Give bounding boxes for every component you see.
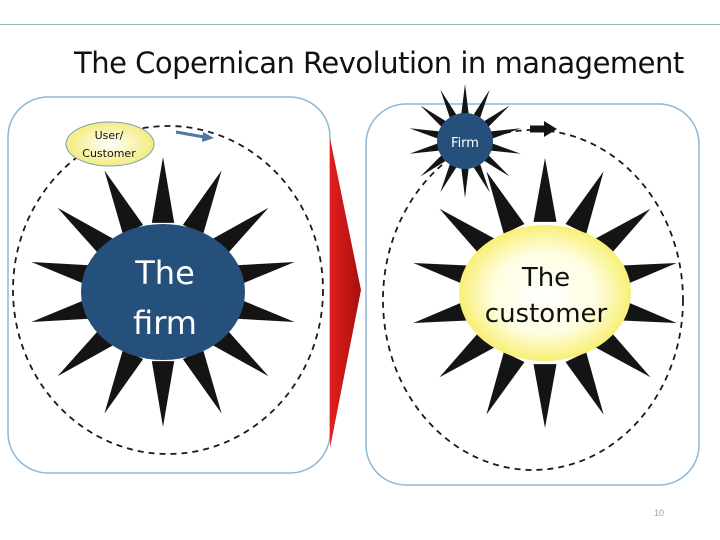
left-star-ray xyxy=(227,262,295,288)
user-customer-ellipse xyxy=(65,121,155,167)
left-star-ray xyxy=(151,361,175,427)
firm-star-ray xyxy=(481,105,510,130)
firm-star-ray xyxy=(409,142,443,154)
firm-star-ray xyxy=(440,89,459,122)
left-orbit-direction-arrow xyxy=(175,130,214,142)
left-star-ray xyxy=(182,349,222,414)
left-star-ray xyxy=(104,170,144,235)
user-customer-label-line2: Customer xyxy=(82,147,136,160)
firm-orbit-label: Firm xyxy=(451,136,479,151)
left-panel: The firm User/ Customer xyxy=(7,96,331,474)
firm-center-circle xyxy=(81,224,245,360)
right-star-ray xyxy=(533,158,557,222)
firm-star-ray xyxy=(460,84,470,118)
left-star-ray xyxy=(227,296,295,322)
left-star-ray xyxy=(31,296,99,322)
firm-center-label-line2: firm xyxy=(133,304,197,342)
firm-star-ray xyxy=(481,152,510,177)
left-star-ray xyxy=(182,170,222,235)
right-star-ray xyxy=(533,364,557,428)
customer-center-circle xyxy=(459,225,631,361)
right-star-ray xyxy=(593,208,651,258)
left-star-ray xyxy=(104,349,144,414)
right-star-ray xyxy=(439,208,497,258)
firm-orbit-star-rays xyxy=(409,84,521,198)
customer-center-label-line1: The xyxy=(521,263,570,293)
right-star-ray xyxy=(439,328,497,378)
right-star-ray xyxy=(486,352,525,415)
firm-star-ray xyxy=(460,164,470,198)
firm-star-ray xyxy=(471,160,490,193)
firm-star-ray xyxy=(487,128,521,140)
left-star-rays xyxy=(31,157,295,427)
right-panel: The customer Firm xyxy=(365,84,700,486)
top-divider-line xyxy=(0,24,720,25)
slide-title: The Copernican Revolution in management xyxy=(74,46,684,80)
user-customer-label-line1: User/ xyxy=(95,129,124,142)
left-orbit-path xyxy=(12,125,324,455)
left-star-ray xyxy=(31,262,99,288)
firm-star-ray xyxy=(420,105,449,130)
right-orbit-path xyxy=(382,129,684,471)
firm-orbit-circle xyxy=(437,113,493,169)
customer-center-label-line2: customer xyxy=(485,299,608,329)
firm-star-ray xyxy=(440,160,459,193)
firm-center-label-line1: The xyxy=(134,254,195,292)
left-star-ray xyxy=(57,326,116,377)
right-star-ray xyxy=(486,171,525,234)
transition-arrow xyxy=(330,138,361,448)
right-star-ray xyxy=(565,352,604,415)
right-star-ray xyxy=(593,328,651,378)
right-star-ray xyxy=(565,171,604,234)
left-star-ray xyxy=(151,157,175,223)
firm-star-ray xyxy=(420,152,449,177)
page-number: 10 xyxy=(654,508,665,518)
right-orbit-direction-arrow xyxy=(530,121,557,137)
left-star-ray xyxy=(57,207,116,258)
firm-star-ray xyxy=(471,89,490,122)
firm-star-ray xyxy=(409,128,443,140)
firm-star-ray xyxy=(487,142,521,154)
left-star-ray xyxy=(210,326,269,377)
left-star-ray xyxy=(210,207,269,258)
